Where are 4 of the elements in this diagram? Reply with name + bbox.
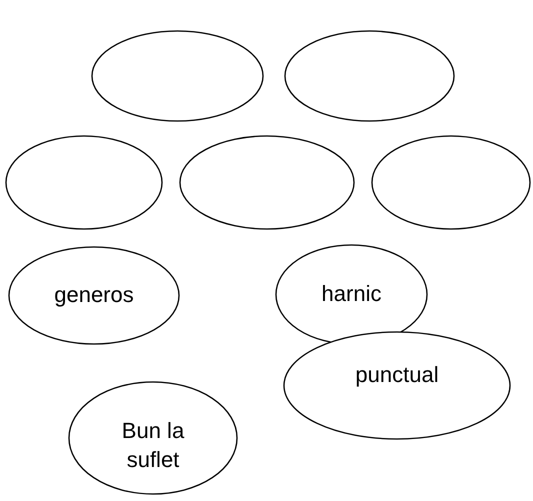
node-label: generos <box>54 281 134 310</box>
node-label: Bun la suflet <box>120 417 186 474</box>
node-label: harnic <box>322 280 382 308</box>
node-label: punctual <box>355 361 439 390</box>
